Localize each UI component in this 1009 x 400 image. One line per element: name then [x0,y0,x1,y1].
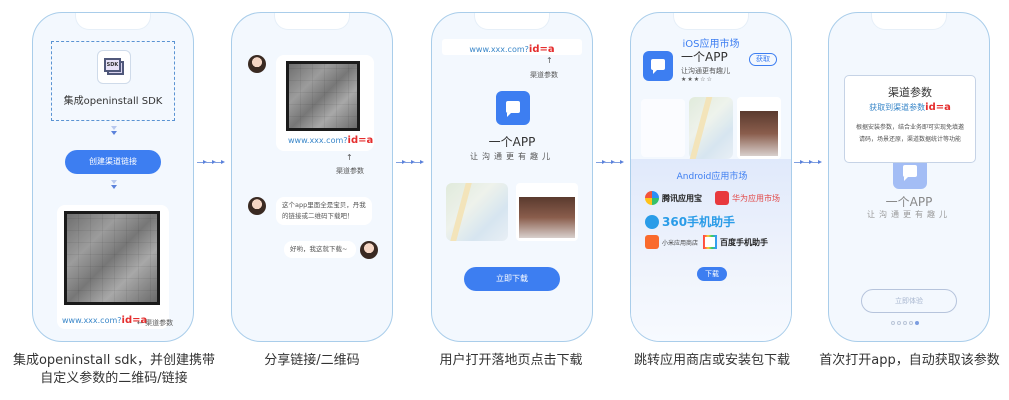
down-arrow-icon [110,180,118,196]
page-indicator [891,321,919,325]
browser-url-bar[interactable]: www.xxx.com?id=a [442,39,582,55]
baidu-logo-icon [703,235,717,249]
flow-arrow-icon [396,158,424,166]
step3-phone: www.xxx.com?id=a ↑ 渠道参数 一个APP 让沟通更有趣儿 立即… [431,12,593,342]
rating-stars: ★★★☆☆ [681,76,713,83]
channel-param-modal: 渠道参数 获取到渠道参数id=a 根据安装参数，结合业务即可实现免填邀请码，场景… [844,75,976,163]
app-name: 一个APP [885,195,933,209]
avatar [248,55,266,73]
sdk-integration-box: SDK 集成openinstall SDK [51,41,175,121]
page-dot[interactable] [903,321,907,325]
up-arrow-icon: ↑ [346,153,353,162]
qr-code [286,61,360,131]
store-tencent[interactable]: 腾讯应用宝 [645,191,702,205]
download-now-button[interactable]: 立即下载 [464,267,560,291]
phone-notch [75,13,151,30]
channel-param-note: 渠道参数 [336,167,364,175]
step1-phone: SDK 集成openinstall SDK 创建渠道链接 www.xxx.com… [32,12,194,342]
xiaomi-logo-icon [645,235,659,249]
app-name: 一个APP [488,135,536,149]
sdk-label: 集成openinstall SDK [63,96,163,107]
avatar [248,197,266,215]
channel-param-note: 渠道参数 [530,71,558,79]
page-dot[interactable] [909,321,913,325]
step5-phone: 一个APP 让沟通更有趣儿 渠道参数 获取到渠道参数id=a 根据安装参数，结合… [828,12,990,342]
up-arrow-icon: ↑ [546,56,553,65]
store-360[interactable]: 360手机助手 [645,213,735,230]
app-name: 一个APP [681,50,728,64]
app-slogan: 让沟通更有趣儿 [681,67,730,75]
map-screenshot [446,183,508,241]
map-screenshot [689,97,733,159]
avatar [360,241,378,259]
tencent-logo-icon [645,191,659,205]
step2-phone: www.xxx.com?id=a ↑ 渠道参数 这个app里面全是宝贝，丹我的链… [231,12,393,342]
flow-arrow-icon [197,158,225,166]
app-slogan: 让沟通更有趣儿 [867,210,951,219]
app-screenshot [641,99,685,157]
chat-message: 这个app里面全是宝贝，丹我的链接或二维码下载吧！ [276,197,372,225]
sdk-icon: SDK [97,50,131,84]
modal-title: 渠道参数 [888,86,932,99]
step4-phone: iOS应用市场 一个APP 让沟通更有趣儿 ★★★☆☆ 获取 Android应用… [630,12,792,342]
step1-caption: 集成openinstall sdk，并创建携带 自定义参数的二维码/链接 [12,353,216,386]
qr-card [57,205,169,329]
channel-param-note: ← 渠道参数 [137,319,174,327]
down-arrow-icon [110,126,118,142]
download-button[interactable]: 下载 [697,267,727,281]
app-icon [643,51,673,81]
page-dot[interactable] [897,321,901,325]
channel-url: www.xxx.com?id=a [62,315,148,326]
shared-qr-bubble: www.xxx.com?id=a [276,55,374,151]
modal-param-line: 获取到渠道参数id=a [869,102,951,113]
create-channel-link-button[interactable]: 创建渠道链接 [65,150,161,174]
page-dot[interactable] [891,321,895,325]
phone-notch [474,13,550,30]
flow-arrow-icon [596,158,624,166]
feed-screenshot [516,183,578,241]
app-icon [496,91,530,125]
try-now-button[interactable]: 立即体验 [861,289,957,313]
step4-caption: 跳转应用商店或安装包下载 [633,353,790,368]
phone-notch [274,13,350,30]
huawei-logo-icon [715,191,729,205]
android-store-title: Android应用市场 [676,172,748,182]
store-baidu[interactable]: 百度手机助手 [703,235,768,249]
ios-store-title: iOS应用市场 [682,39,740,50]
chat-message: 好哟，我这就下载~ [284,241,356,258]
qr-code [64,211,160,305]
flow-arrow-icon [794,158,822,166]
phone-notch [871,13,947,30]
store-huawei[interactable]: 华为应用市场 [715,191,780,205]
360-logo-icon [645,214,659,229]
phone-notch [673,13,749,30]
get-button[interactable]: 获取 [749,53,777,66]
store-xiaomi[interactable]: 小米应用商店 [645,235,698,249]
step3-caption: 用户打开落地页点击下载 [439,353,583,368]
step5-caption: 首次打开app，自动获取该参数 [819,353,1000,368]
feed-screenshot [737,97,781,159]
android-store-panel: Android应用市场 腾讯应用宝 华为应用市场 360手机助手 小米应用商店 … [631,159,791,341]
modal-description: 根据安装参数，结合业务即可实现免填邀请码，场景还原，渠道数据统计等功能 [855,124,964,143]
page-dot-active[interactable] [915,321,919,325]
app-slogan: 让沟通更有趣儿 [470,152,554,161]
step2-caption: 分享链接/二维码 [264,353,360,368]
channel-url: www.xxx.com?id=a [288,135,374,146]
